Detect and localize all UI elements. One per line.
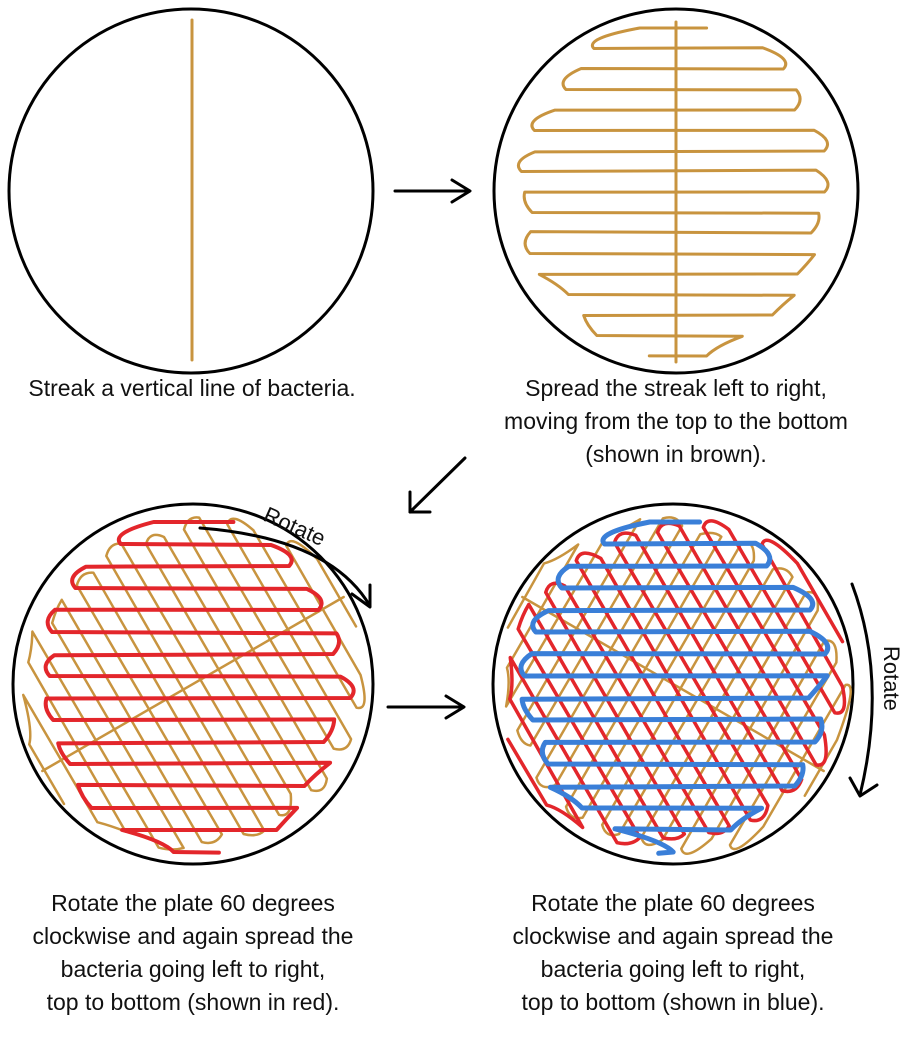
caption-line: bacteria going left to right, xyxy=(61,956,326,982)
plate-2 xyxy=(494,9,858,373)
caption-line: Streak a vertical line of bacteria. xyxy=(28,375,355,401)
caption-line: top to bottom (shown in red). xyxy=(47,989,340,1015)
arrow-diagonal xyxy=(410,458,465,512)
caption-line: (shown in brown). xyxy=(585,441,767,467)
caption-step-2: Spread the streak left to right, moving … xyxy=(504,375,848,467)
caption-step-1: Streak a vertical line of bacteria. xyxy=(28,375,355,401)
caption-line: clockwise and again spread the xyxy=(513,923,834,949)
caption-step-4: Rotate the plate 60 degrees clockwise an… xyxy=(513,890,834,1015)
caption-line: bacteria going left to right, xyxy=(541,956,806,982)
caption-line: Rotate the plate 60 degrees xyxy=(51,890,335,916)
caption-step-3: Rotate the plate 60 degrees clockwise an… xyxy=(33,890,354,1015)
caption-line: Spread the streak left to right, xyxy=(525,375,827,401)
arrow-right-bottom xyxy=(388,696,464,718)
arrow-right-top xyxy=(395,180,470,202)
caption-line: moving from the top to the bottom xyxy=(504,408,848,434)
rotate-label-2: Rotate xyxy=(879,646,904,711)
plate-4 xyxy=(441,460,900,912)
caption-line: Rotate the plate 60 degrees xyxy=(531,890,815,916)
caption-line: top to bottom (shown in blue). xyxy=(522,989,825,1015)
plate-1 xyxy=(9,9,373,373)
caption-line: clockwise and again spread the xyxy=(33,923,354,949)
